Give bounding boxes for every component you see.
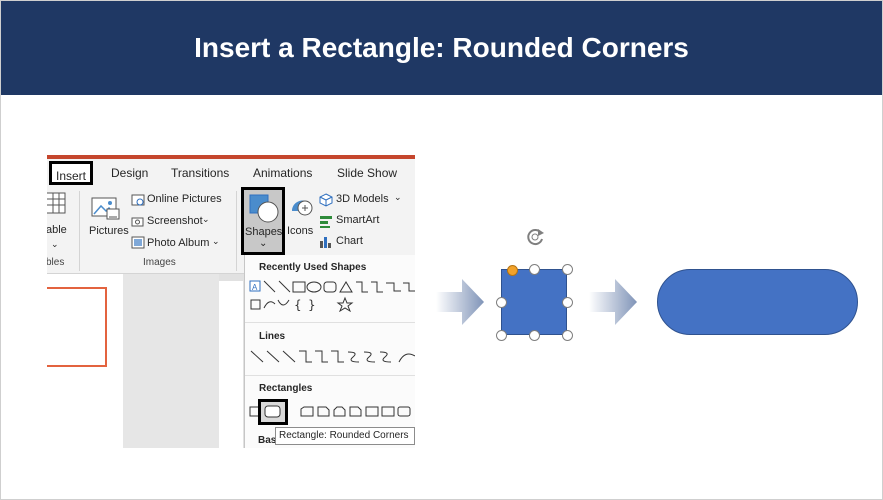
svg-text:}: } bbox=[308, 298, 316, 312]
resize-handle[interactable] bbox=[496, 297, 507, 308]
images-group-label: Images bbox=[143, 257, 176, 268]
powerpoint-screenshot: Insert Design Transitions Animations Sli… bbox=[47, 155, 415, 448]
photo-album-icon[interactable] bbox=[131, 236, 145, 249]
svg-text:A: A bbox=[252, 283, 258, 292]
icons-icon[interactable] bbox=[288, 193, 314, 221]
online-pictures-label[interactable]: Online Pictures bbox=[147, 193, 222, 205]
rounded-rectangle-icon bbox=[264, 405, 281, 418]
gallery-divider bbox=[245, 322, 415, 323]
editing-canvas bbox=[123, 274, 219, 448]
smartart-label[interactable]: SmartArt bbox=[336, 214, 380, 226]
pictures-button-label[interactable]: Pictures bbox=[89, 225, 129, 237]
chart-label[interactable]: Chart bbox=[336, 235, 363, 247]
ribbon-accent-bar bbox=[47, 155, 415, 159]
slide-title: Insert a Rectangle: Rounded Corners bbox=[194, 32, 689, 63]
chart-icon[interactable] bbox=[319, 235, 333, 249]
slide-thumbnail[interactable] bbox=[47, 287, 107, 367]
3d-models-dropdown-arrow[interactable]: ⌄ bbox=[394, 192, 402, 202]
tab-transitions[interactable]: Transitions bbox=[171, 166, 230, 180]
slide-page bbox=[219, 281, 243, 448]
recently-used-shapes-heading: Recently Used Shapes bbox=[259, 262, 367, 273]
lines-row[interactable] bbox=[249, 348, 415, 364]
shapes-icon bbox=[249, 194, 279, 223]
rotate-icon[interactable] bbox=[523, 225, 547, 249]
table-dropdown-arrow[interactable]: ⌄ bbox=[51, 239, 59, 249]
lines-heading: Lines bbox=[259, 331, 286, 342]
icons-button-label[interactable]: Icons bbox=[287, 225, 314, 237]
resize-handle[interactable] bbox=[562, 297, 573, 308]
tab-design[interactable]: Design bbox=[111, 166, 149, 180]
svg-text:{: { bbox=[294, 298, 302, 312]
screenshot-label[interactable]: Screenshot bbox=[147, 215, 203, 227]
shapes-button[interactable]: Shapes ⌄ bbox=[241, 187, 285, 255]
smartart-icon[interactable] bbox=[319, 214, 333, 228]
recent-shapes-row-1[interactable]: A bbox=[249, 279, 415, 295]
table-button-label[interactable]: able bbox=[47, 224, 67, 236]
3d-models-label[interactable]: 3D Models bbox=[336, 193, 389, 205]
basic-shapes-heading: Bas bbox=[258, 435, 277, 446]
tab-insert[interactable]: Insert bbox=[49, 161, 93, 185]
online-pictures-icon[interactable] bbox=[131, 194, 145, 207]
adjustment-handle[interactable] bbox=[507, 265, 518, 276]
resize-handle[interactable] bbox=[496, 330, 507, 341]
screenshot-dropdown-arrow[interactable]: ⌄ bbox=[202, 214, 210, 224]
tab-slide-show[interactable]: Slide Show bbox=[337, 166, 398, 180]
tables-group-label: bles bbox=[47, 257, 65, 268]
pictures-icon[interactable] bbox=[91, 195, 121, 221]
photo-album-label[interactable]: Photo Album bbox=[147, 237, 210, 249]
gallery-divider bbox=[245, 375, 415, 376]
resize-handle[interactable] bbox=[562, 330, 573, 341]
arrow-right-icon bbox=[436, 279, 484, 325]
title-banner: Insert a Rectangle: Rounded Corners bbox=[1, 1, 882, 95]
chevron-down-icon: ⌄ bbox=[259, 238, 268, 249]
screenshot-icon[interactable] bbox=[131, 215, 145, 228]
resize-handle[interactable] bbox=[562, 264, 573, 275]
rectangle-rounded-corners-option[interactable] bbox=[258, 399, 288, 425]
rectangles-heading: Rectangles bbox=[259, 383, 313, 394]
table-icon[interactable] bbox=[47, 191, 67, 217]
tooltip: Rectangle: Rounded Corners bbox=[275, 427, 415, 445]
rounded-rectangle-result bbox=[657, 269, 858, 335]
3d-models-icon[interactable] bbox=[319, 193, 333, 207]
arrow-right-icon bbox=[589, 279, 637, 325]
selected-rectangle-shape[interactable] bbox=[501, 269, 567, 335]
ribbon-separator bbox=[236, 191, 237, 271]
shapes-gallery: Recently Used Shapes A { } bbox=[244, 255, 415, 448]
shapes-button-label: Shapes bbox=[245, 226, 283, 238]
ribbon-tab-bar: Insert Design Transitions Animations Sli… bbox=[47, 159, 415, 187]
ribbon-separator bbox=[79, 191, 80, 271]
resize-handle[interactable] bbox=[529, 330, 540, 341]
recent-shapes-row-2[interactable]: { } bbox=[249, 296, 415, 312]
tab-animations[interactable]: Animations bbox=[253, 166, 313, 180]
resize-handle[interactable] bbox=[529, 264, 540, 275]
photo-album-dropdown-arrow[interactable]: ⌄ bbox=[212, 236, 220, 246]
